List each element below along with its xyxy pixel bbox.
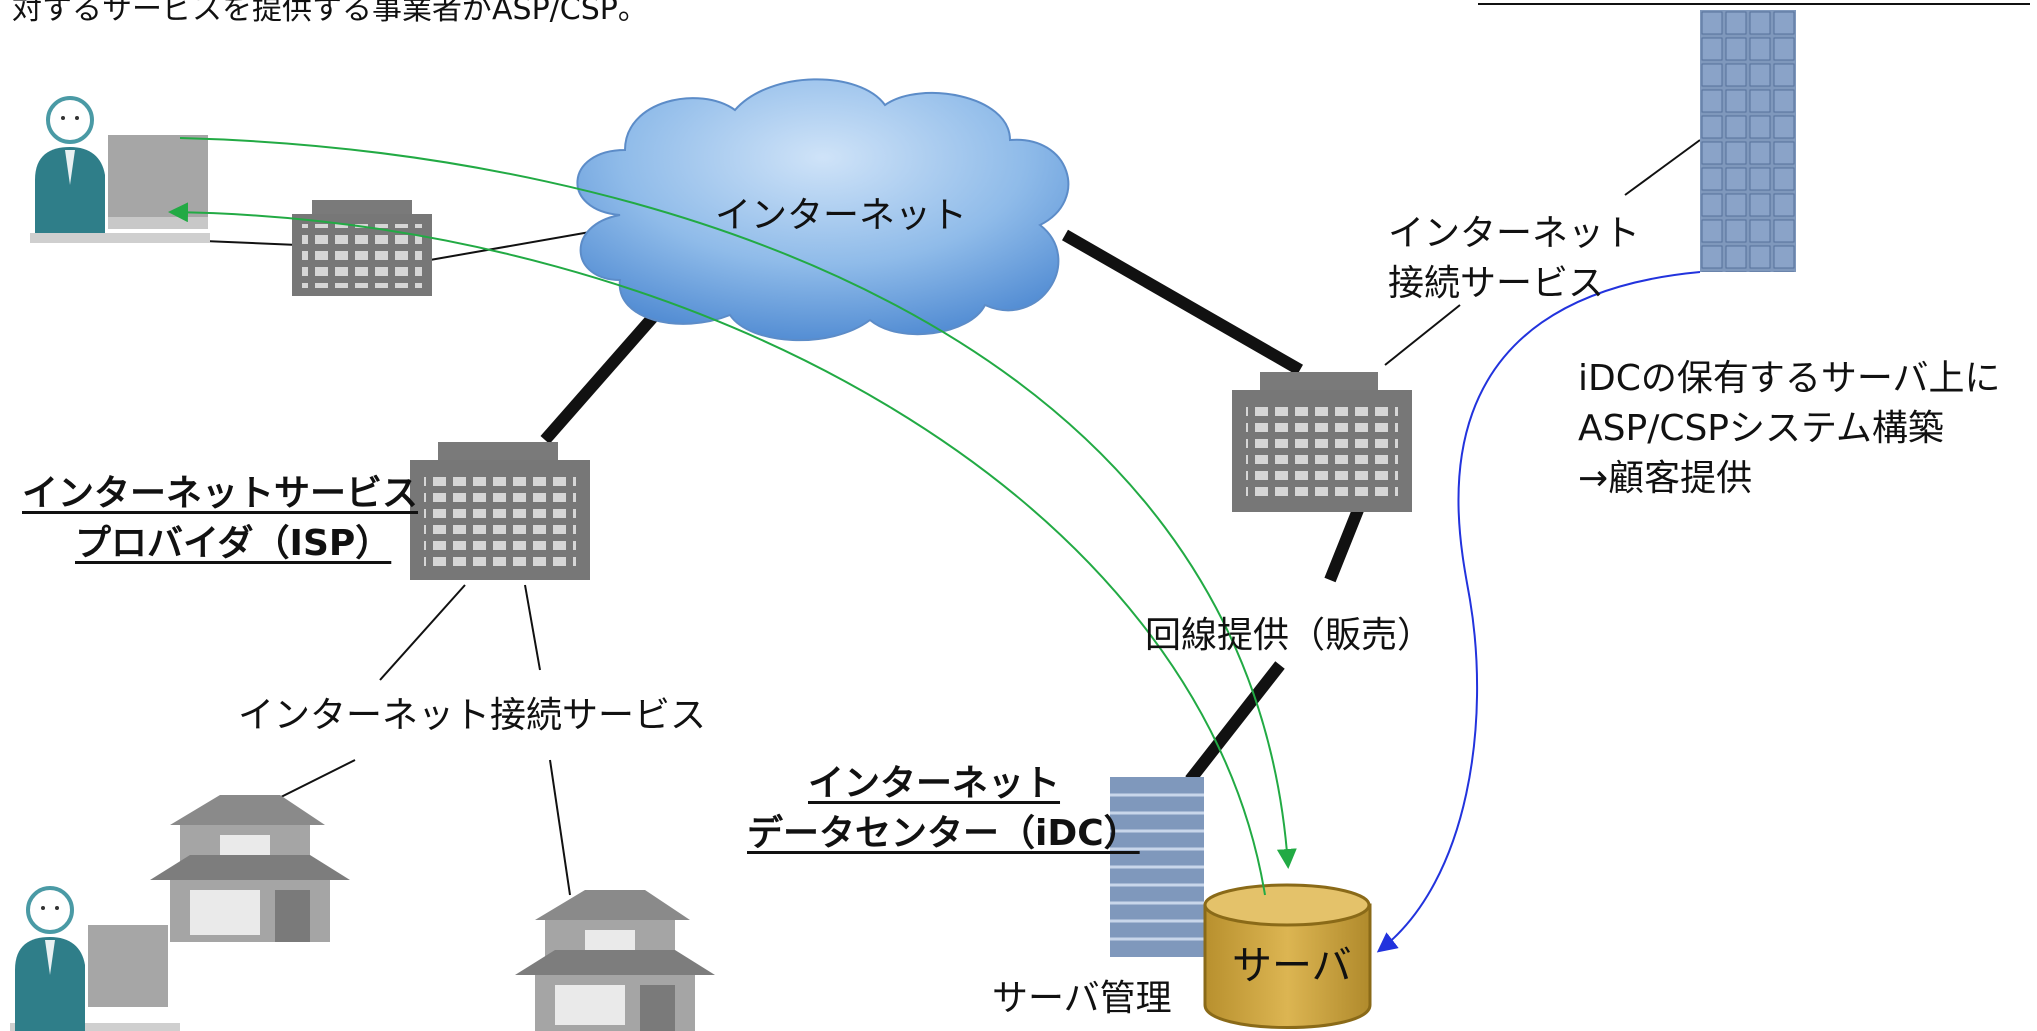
link-cloud-isp bbox=[540, 296, 673, 444]
link-cloud-carrier bbox=[1062, 229, 1303, 376]
server-cylinder-icon bbox=[1203, 883, 1372, 1029]
asp-note-line3: →顧客提供 bbox=[1578, 458, 1753, 499]
server-mgmt-label: サーバ管理 bbox=[992, 978, 1172, 1019]
asp-note-line2: ASP/CSPシステム構築 bbox=[1578, 408, 1944, 449]
isp-service-label: インターネット接続サービス bbox=[238, 695, 707, 736]
office-building-icon bbox=[292, 200, 432, 296]
asp-note-line1: iDCの保有するサーバ上に bbox=[1578, 358, 2001, 399]
link-carrier-idc-upper bbox=[1324, 502, 1366, 583]
user-workstation-icon bbox=[30, 96, 210, 243]
green-flow-arrow bbox=[168, 202, 1266, 896]
datacenter-tower-icon bbox=[1110, 777, 1204, 957]
skyscraper-icon bbox=[1700, 10, 1796, 272]
cloud-icon bbox=[576, 78, 1070, 342]
carrier-service-line1: インターネット bbox=[1388, 213, 1641, 254]
cloud-label: インターネット bbox=[715, 195, 968, 236]
isp-title-line2: プロバイダ（ISP） bbox=[75, 523, 392, 564]
house-icon bbox=[150, 795, 350, 942]
idc-title-line2: データセンター（iDC） bbox=[747, 813, 1140, 854]
line-provision-label: 回線提供（販売） bbox=[1145, 615, 1434, 656]
house-icon bbox=[515, 890, 715, 1031]
isp-title-line1: インターネットサービス bbox=[22, 473, 419, 514]
office-building-icon bbox=[1232, 372, 1412, 512]
user-workstation-icon bbox=[10, 886, 180, 1031]
link-carrier-idc-lower bbox=[1185, 661, 1285, 784]
blue-flow-arrow bbox=[1376, 271, 1701, 953]
network-links bbox=[540, 229, 1366, 784]
green-flow-arrow bbox=[179, 137, 1297, 869]
idc-title-line1: インターネット bbox=[808, 763, 1061, 804]
server-label: サーバ bbox=[1232, 943, 1352, 989]
office-building-icon bbox=[410, 442, 590, 580]
carrier-service-line2: 接続サービス bbox=[1388, 263, 1605, 304]
header-text: 対するサービスを提供する事業者がASP/CSP。 bbox=[12, 0, 648, 27]
